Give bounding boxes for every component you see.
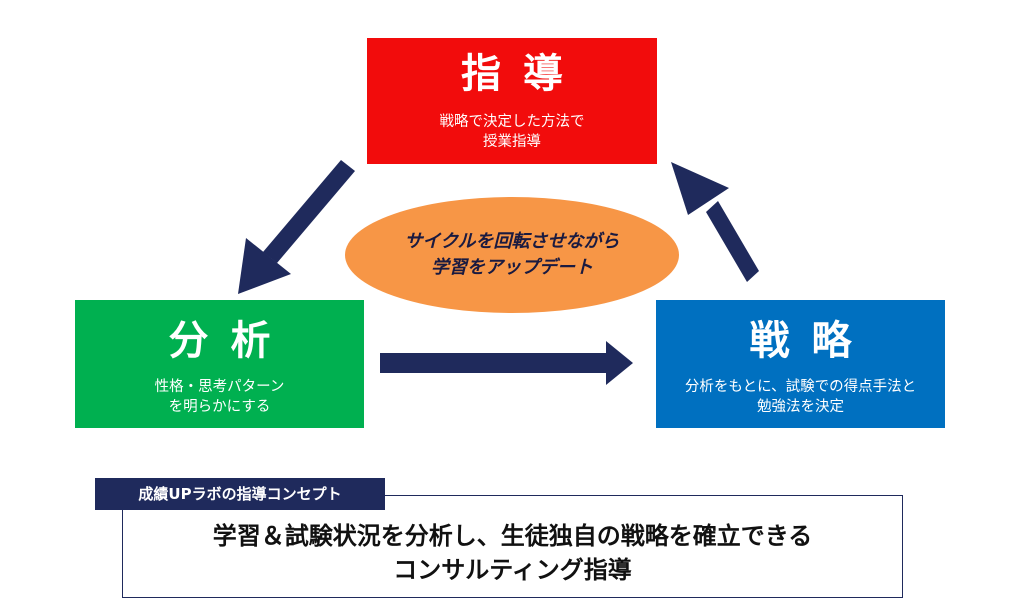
concept-text: 学習＆試験状況を分析し、生徒独自の戦略を確立できる コンサルティング指導 bbox=[212, 521, 813, 584]
center-cycle-text: サイクルを回転させながら 学習をアップデート bbox=[404, 231, 620, 278]
arrow-bunseki-to-senryaku bbox=[380, 341, 633, 385]
center-cycle-ellipse: サイクルを回転させながら 学習をアップデート bbox=[345, 197, 679, 313]
senryaku-box: 戦略 分析をもとに、試験での得点手法と 勉強法を決定 bbox=[656, 300, 945, 428]
concept-box: 学習＆試験状況を分析し、生徒独自の戦略を確立できる コンサルティング指導 bbox=[122, 495, 903, 598]
bunseki-title: 分析 bbox=[168, 318, 293, 364]
shidou-title: 指導 bbox=[461, 51, 585, 97]
senryaku-title: 戦略 bbox=[749, 318, 874, 364]
concept-tag: 成績UPラボの指導コンセプト bbox=[95, 478, 385, 510]
shidou-box: 指導 戦略で決定した方法で 授業指導 bbox=[367, 38, 657, 164]
shidou-description: 戦略で決定した方法で 授業指導 bbox=[439, 114, 585, 150]
arrow-shidou-to-bunseki bbox=[238, 160, 355, 294]
bunseki-box: 分析 性格・思考パターン を明らかにする bbox=[75, 300, 364, 428]
arrow-senryaku-to-shidou bbox=[671, 162, 759, 282]
bunseki-description: 性格・思考パターン を明らかにする bbox=[154, 379, 285, 415]
senryaku-description: 分析をもとに、試験での得点手法と 勉強法を決定 bbox=[684, 379, 917, 415]
